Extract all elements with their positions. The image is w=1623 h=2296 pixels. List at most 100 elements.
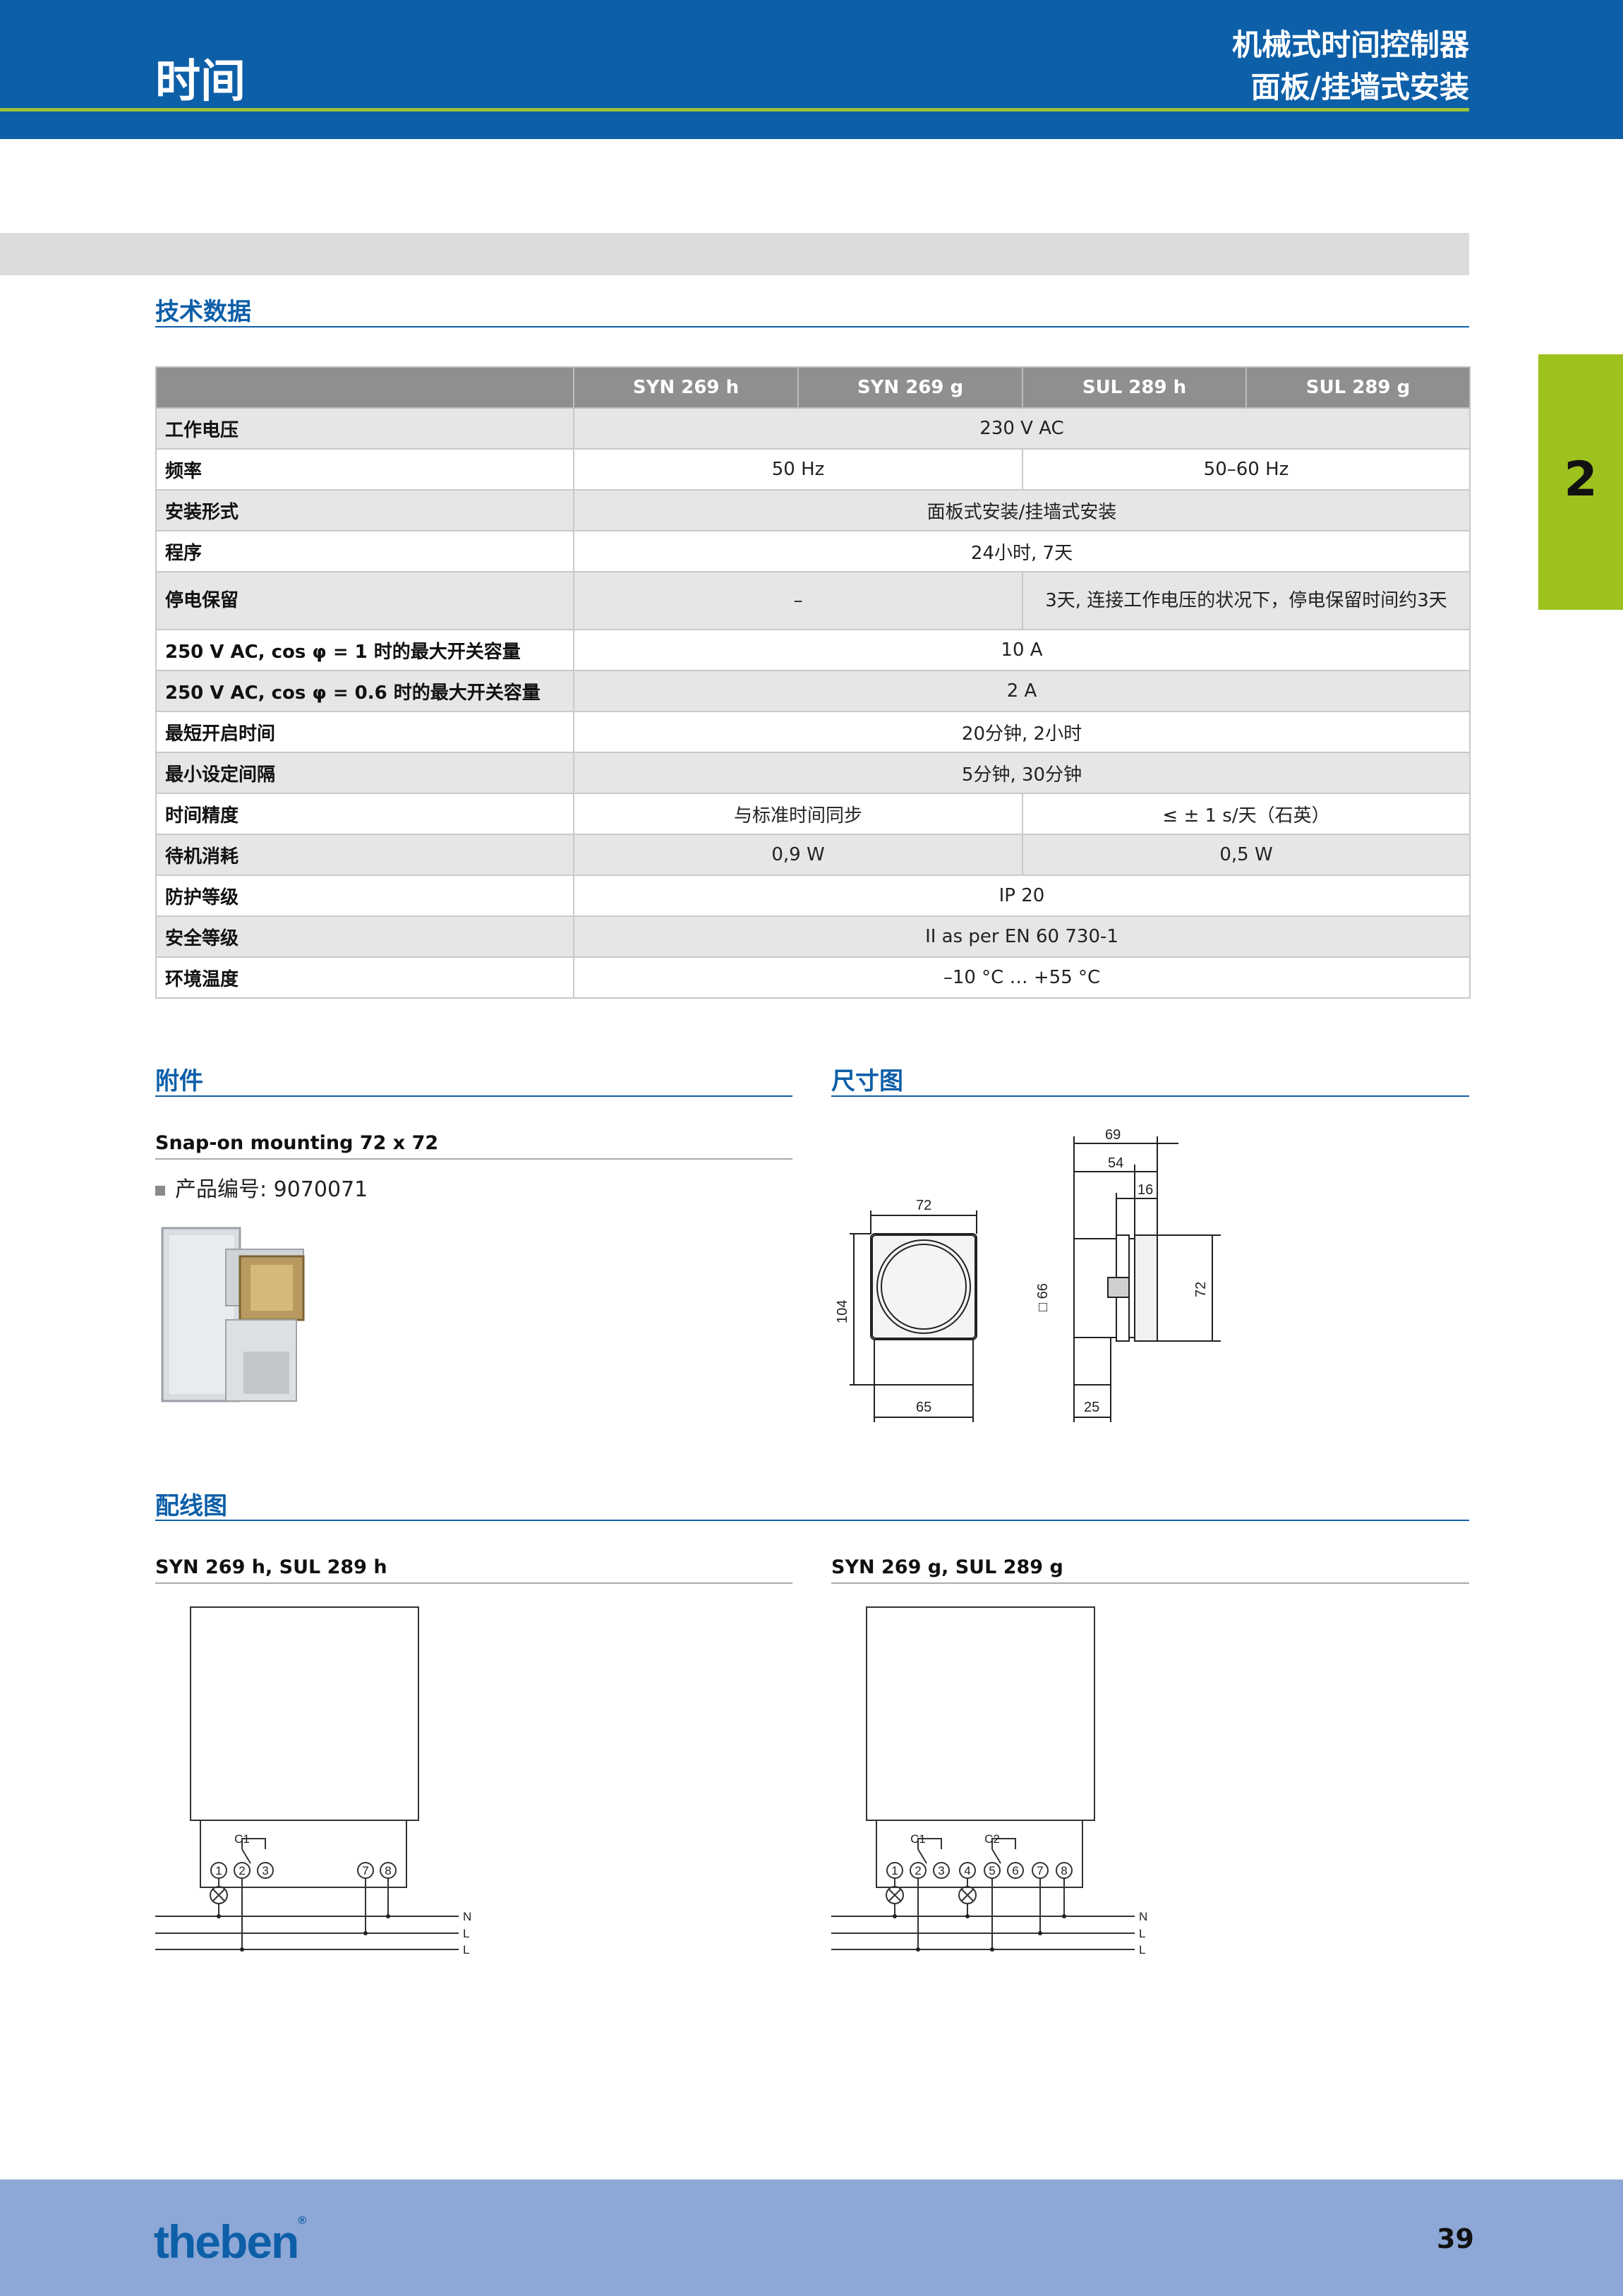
line-label: L <box>463 1943 469 1957</box>
row-value: II as per EN 60 730-1 <box>573 915 1471 958</box>
row-value: 3天, 连接工作电压的状况下，停电保留时间约3天 <box>1022 571 1471 630</box>
row-value: ≤ ± 1 s/天（石英） <box>1022 793 1471 835</box>
row-label: 安全等级 <box>155 915 574 958</box>
table-row: 安装形式 面板式安装/挂墙式安装 <box>155 489 1471 531</box>
dim-front-height: 104 <box>835 1300 850 1323</box>
dimensions-rule <box>831 1095 1469 1097</box>
header-accent-line <box>0 108 1469 112</box>
row-value: 5分钟, 30分钟 <box>573 752 1471 794</box>
page-subtitle: 面板/挂墙式安装 <box>1250 70 1469 104</box>
wiring-heading: 配线图 <box>155 1492 227 1520</box>
chapter-tab <box>1538 354 1623 610</box>
terminal-number: 7 <box>1037 1864 1043 1877</box>
column-header: SYN 269 g <box>797 366 1023 409</box>
gray-band <box>0 233 1469 275</box>
line-label: L <box>1139 1927 1145 1940</box>
contact-label: C2 <box>984 1832 1000 1846</box>
wiring-diagram-left: C1 1 2 3 7 8 N L L <box>155 1606 471 1957</box>
wiring-right-rule <box>831 1582 1469 1584</box>
section-name: 时间 <box>155 56 246 108</box>
row-value: 24小时, 7天 <box>573 530 1471 572</box>
contact-label: C1 <box>234 1832 250 1846</box>
column-header: SYN 269 h <box>573 366 799 409</box>
row-value: 10 A <box>573 629 1471 671</box>
table-row: 环境温度 –10 °C … +55 °C <box>155 956 1471 999</box>
line-label: L <box>1139 1943 1145 1957</box>
accessory-code: 产品编号: 9070071 <box>155 1172 368 1203</box>
row-value: 0,5 W <box>1022 834 1471 876</box>
terminal-number: 5 <box>989 1864 995 1877</box>
terminal-number: 3 <box>262 1864 268 1877</box>
column-header: SUL 289 g <box>1245 366 1471 409</box>
terminal-number: 8 <box>385 1864 391 1877</box>
row-label: 频率 <box>155 448 574 491</box>
row-label: 防护等级 <box>155 874 574 917</box>
dim-side-square: □ 66 <box>1035 1283 1051 1311</box>
accessories-heading: 附件 <box>155 1067 203 1095</box>
table-header-blank <box>155 366 574 409</box>
registered-mark: ® <box>298 2215 307 2227</box>
table-row: 停电保留 – 3天, 连接工作电压的状况下，停电保留时间约3天 <box>155 571 1471 630</box>
row-label: 250 V AC, cos φ = 0.6 时的最大开关容量 <box>155 670 574 712</box>
row-label: 最小设定间隔 <box>155 752 574 794</box>
dimensions-heading: 尺寸图 <box>831 1067 903 1095</box>
terminal-number: 8 <box>1061 1864 1067 1877</box>
terminal-number: 2 <box>915 1864 921 1877</box>
dim-side-mid: 54 <box>1108 1155 1123 1171</box>
row-label: 程序 <box>155 530 574 572</box>
table-row: 程序 24小时, 7天 <box>155 530 1471 572</box>
table-row: 最小设定间隔 5分钟, 30分钟 <box>155 752 1471 794</box>
terminal-number: 6 <box>1012 1864 1018 1877</box>
terminal-number: 2 <box>239 1864 245 1877</box>
page-title: 机械式时间控制器 <box>1231 28 1469 62</box>
page-footer <box>0 2180 1623 2296</box>
dim-side-height: 72 <box>1193 1282 1209 1297</box>
table-row: 频率 50 Hz 50–60 Hz <box>155 448 1471 491</box>
theben-logo: theben® <box>154 2215 306 2268</box>
chapter-number: 2 <box>1564 452 1598 507</box>
row-value: 50 Hz <box>573 448 1023 491</box>
tech-data-heading: 技术数据 <box>155 298 251 326</box>
row-value: 0,9 W <box>573 834 1023 876</box>
bullet-square-icon <box>155 1185 165 1196</box>
row-value: 与标准时间同步 <box>573 793 1023 835</box>
terminal-number: 4 <box>964 1864 970 1877</box>
column-header: SUL 289 h <box>1022 366 1247 409</box>
row-value: – <box>573 571 1023 630</box>
table-row: 250 V AC, cos φ = 0.6 时的最大开关容量 2 A <box>155 670 1471 712</box>
table-row: 时间精度 与标准时间同步 ≤ ± 1 s/天（石英） <box>155 793 1471 835</box>
accessory-code-text: 产品编号: 9070071 <box>175 1177 368 1202</box>
dim-front-base-width: 65 <box>916 1400 931 1415</box>
row-value: 20分钟, 2小时 <box>573 711 1471 753</box>
row-label: 250 V AC, cos φ = 1 时的最大开关容量 <box>155 629 574 671</box>
row-value: 2 A <box>573 670 1471 712</box>
dim-side-base: 25 <box>1084 1400 1099 1415</box>
table-row: 待机消耗 0,9 W 0,5 W <box>155 834 1471 876</box>
line-label: N <box>463 1910 471 1923</box>
dim-side-small: 16 <box>1138 1182 1153 1198</box>
wiring-left-title: SYN 269 h, SUL 289 h <box>155 1556 387 1578</box>
contact-label: C1 <box>910 1832 926 1846</box>
accessories-rule <box>155 1095 792 1097</box>
table-row: 工作电压 230 V AC <box>155 407 1471 450</box>
wiring-right-title: SYN 269 g, SUL 289 g <box>831 1556 1063 1578</box>
wiring-left-rule <box>155 1582 792 1584</box>
row-value: 50–60 Hz <box>1022 448 1471 491</box>
page-header <box>0 0 1623 139</box>
row-label: 安装形式 <box>155 489 574 531</box>
row-value: 230 V AC <box>573 407 1471 450</box>
line-label: L <box>463 1927 469 1940</box>
row-label: 环境温度 <box>155 956 574 999</box>
table-header-row: SYN 269 h SYN 269 g SUL 289 h SUL 289 g <box>155 366 1471 409</box>
terminal-number: 7 <box>362 1864 368 1877</box>
row-value: –10 °C … +55 °C <box>573 956 1471 999</box>
row-value: 面板式安装/挂墙式安装 <box>573 489 1471 531</box>
row-label: 时间精度 <box>155 793 574 835</box>
wiring-rule <box>155 1520 1469 1521</box>
accessory-title: Snap-on mounting 72 x 72 <box>155 1132 439 1154</box>
dim-side-total: 69 <box>1105 1127 1121 1143</box>
terminal-number: 1 <box>215 1864 222 1877</box>
row-label: 工作电压 <box>155 407 574 450</box>
accessory-rule <box>155 1158 792 1160</box>
dim-front-width: 72 <box>916 1198 931 1213</box>
